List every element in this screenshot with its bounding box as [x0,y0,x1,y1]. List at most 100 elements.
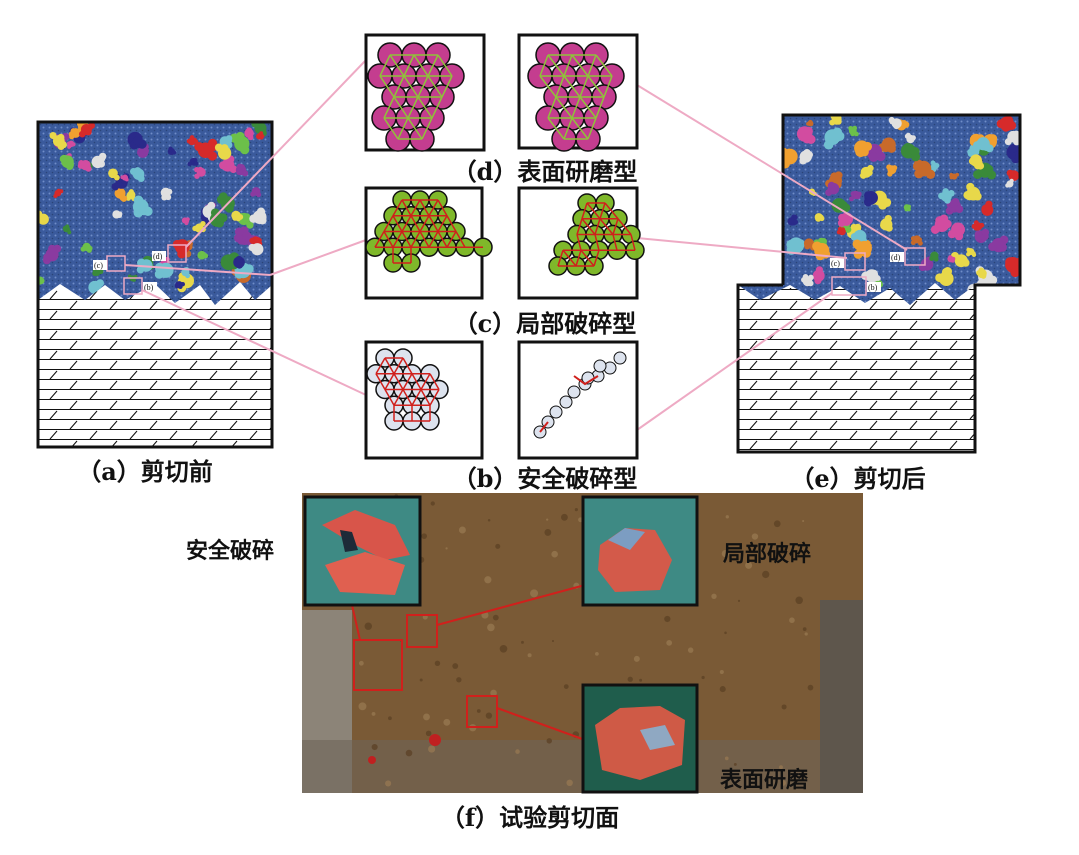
contact-bond [429,389,440,406]
contact-bond [429,373,440,390]
region-c-box [844,252,866,271]
contact-bond [563,117,573,140]
contact-bond [603,75,613,98]
contact-bond [428,199,439,217]
contact-bond [392,231,403,248]
contact-bond [571,54,589,77]
contact-bond [579,75,589,98]
region-b-box [123,277,143,295]
contact-bond [557,250,564,267]
contact-bond [581,202,588,219]
contact-bond [384,373,395,390]
contact-bond [392,199,403,217]
contact-bond [547,117,565,140]
contact-bond [401,215,412,232]
contact-bond [579,96,597,119]
contact-bond [402,389,413,406]
inset-local [581,495,699,607]
contact-bond [428,215,439,232]
grain [593,359,607,373]
contact-bond [417,75,429,98]
contact-bond [539,54,549,77]
contact-bond [379,54,391,77]
grain [549,405,563,419]
contact-bond [389,54,405,77]
contact-bond [402,357,413,375]
contact-bond [401,231,412,248]
contact-bond [420,373,431,390]
contact-bond [612,234,618,251]
region-b-tag: (b) [868,283,878,292]
contact-bond [420,389,431,406]
contact-bond [437,215,448,232]
contact-bond [375,373,386,390]
contact-bond [384,389,395,406]
contact-bond [421,117,433,140]
contact-bond [617,218,632,235]
contact-bond [576,234,582,251]
contact-bond [576,218,583,235]
label-local-fragmentation: 局部破碎 [723,541,811,567]
contact-bond [428,231,439,248]
contact-bond [581,218,596,235]
contact-bond [586,202,601,220]
contact-bond [587,54,597,77]
label-surface-grinding: 表面研磨 [720,767,808,793]
inset-safe [303,495,422,607]
panel-e-after-shear: (d) (c) (b) [736,113,1022,454]
contact-bond [630,234,636,251]
contact-bond [427,54,439,77]
region-d-box [904,247,926,266]
contact-bond [547,54,565,77]
contact-bond [595,54,613,77]
contact-bond [384,357,395,375]
grain [613,351,627,365]
aggregate-clusters [777,115,1020,296]
contact-bond [401,199,412,217]
contact-bond [411,389,422,406]
contact-bond [379,75,395,98]
contact-bond [599,218,614,235]
contact-bond [563,54,573,77]
contact-bond [419,199,430,217]
region-b-tag: (b) [144,283,154,292]
contact-bond [410,199,421,217]
surface-region-marker [466,695,498,728]
caption-c: （c）局部破碎型 [454,309,637,338]
contact-bond [419,215,430,232]
contact-bond [595,96,605,119]
contact-bond [446,215,457,232]
region-d-box [167,244,187,263]
contact-bond [392,215,403,232]
contact-bond [427,75,443,98]
contact-bond [563,75,581,98]
contact-bond [375,357,386,375]
contact-bond [587,117,597,140]
safe-region-marker [353,639,403,691]
local-region-marker [406,614,438,648]
grain [559,395,573,409]
contact-bond [393,389,404,406]
contact-bond [413,54,429,77]
contact-bond [571,96,581,119]
caption-d: （d）表面研磨型 [453,157,638,186]
caption-e: （e）剪切后 [790,464,925,493]
contact-bond [374,231,385,248]
contact-bond [446,231,457,248]
contact-bond [419,231,430,248]
contact-bond [594,234,600,251]
contact-bond [604,202,619,220]
contact-bond [403,54,415,77]
contact-bond [411,373,422,390]
inset-surface [581,683,699,794]
contact-bond [593,250,600,267]
contact-bond [587,75,605,98]
contact-bond [455,231,466,248]
contact-bond [575,250,582,267]
caption-b: （b）安全破碎型 [453,464,638,493]
contact-bond [612,218,619,235]
contact-bond [410,215,421,232]
contact-bond [555,96,573,119]
